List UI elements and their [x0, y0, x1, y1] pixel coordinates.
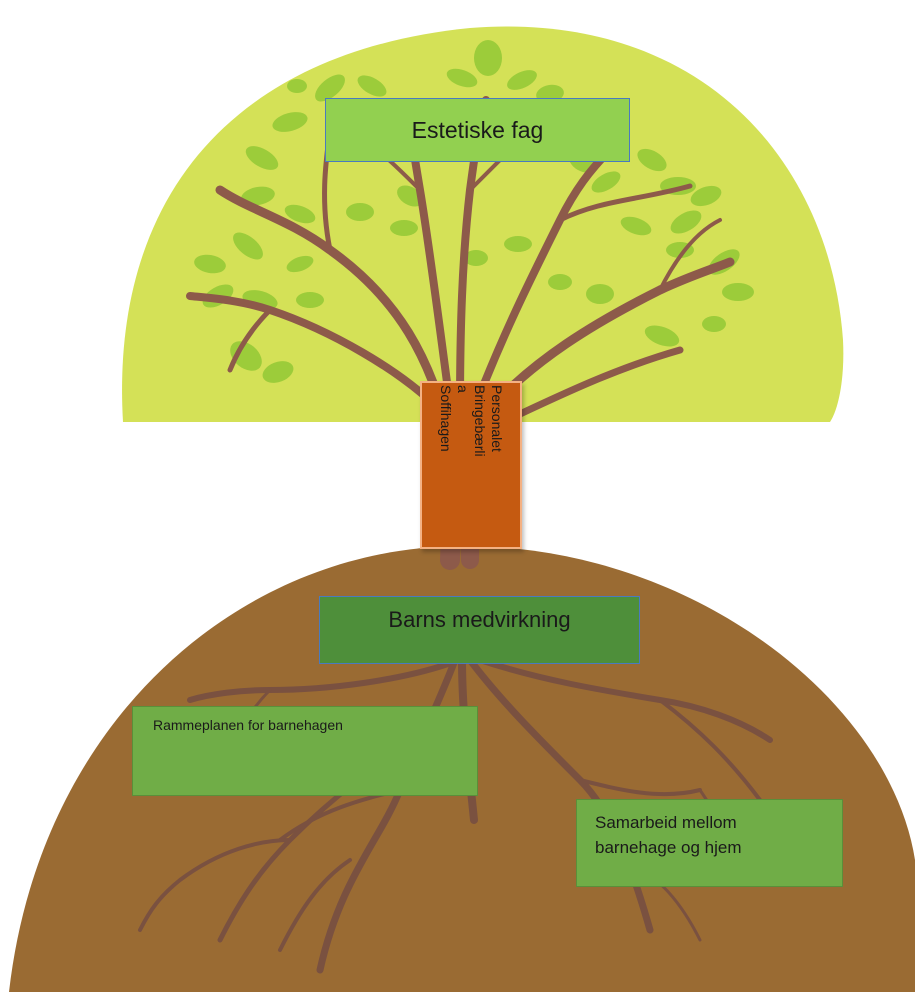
roots-left-label-box: Rammeplanen for barnehagen	[132, 706, 478, 796]
trunk-label-line-4: Soffihagen	[438, 385, 454, 452]
leaves	[194, 40, 754, 383]
roots-right-label-box: Samarbeid mellom barnehage og hjem	[576, 799, 843, 887]
trunk-label-box: Personalet Bringebærli a Soffihagen	[420, 381, 522, 549]
roots-right-label-line-2: barnehage og hjem	[595, 838, 742, 857]
trunk-label-line-2: Bringebærli	[472, 385, 488, 457]
trunk-label: Personalet Bringebærli a Soffihagen	[437, 385, 505, 545]
crown-label-box: Estetiske fag	[325, 98, 630, 162]
roots-left-label: Rammeplanen for barnehagen	[153, 717, 343, 733]
trunk-label-line-3: a	[455, 385, 471, 393]
tree-crown	[122, 26, 844, 423]
roots-top-label-box: Barns medvirkning	[319, 596, 640, 664]
roots-top-label: Barns medvirkning	[388, 607, 571, 632]
roots-right-label-line-1: Samarbeid mellom	[595, 813, 737, 832]
crown-label: Estetiske fag	[411, 116, 544, 143]
trunk-label-line-1: Personalet	[489, 385, 505, 452]
